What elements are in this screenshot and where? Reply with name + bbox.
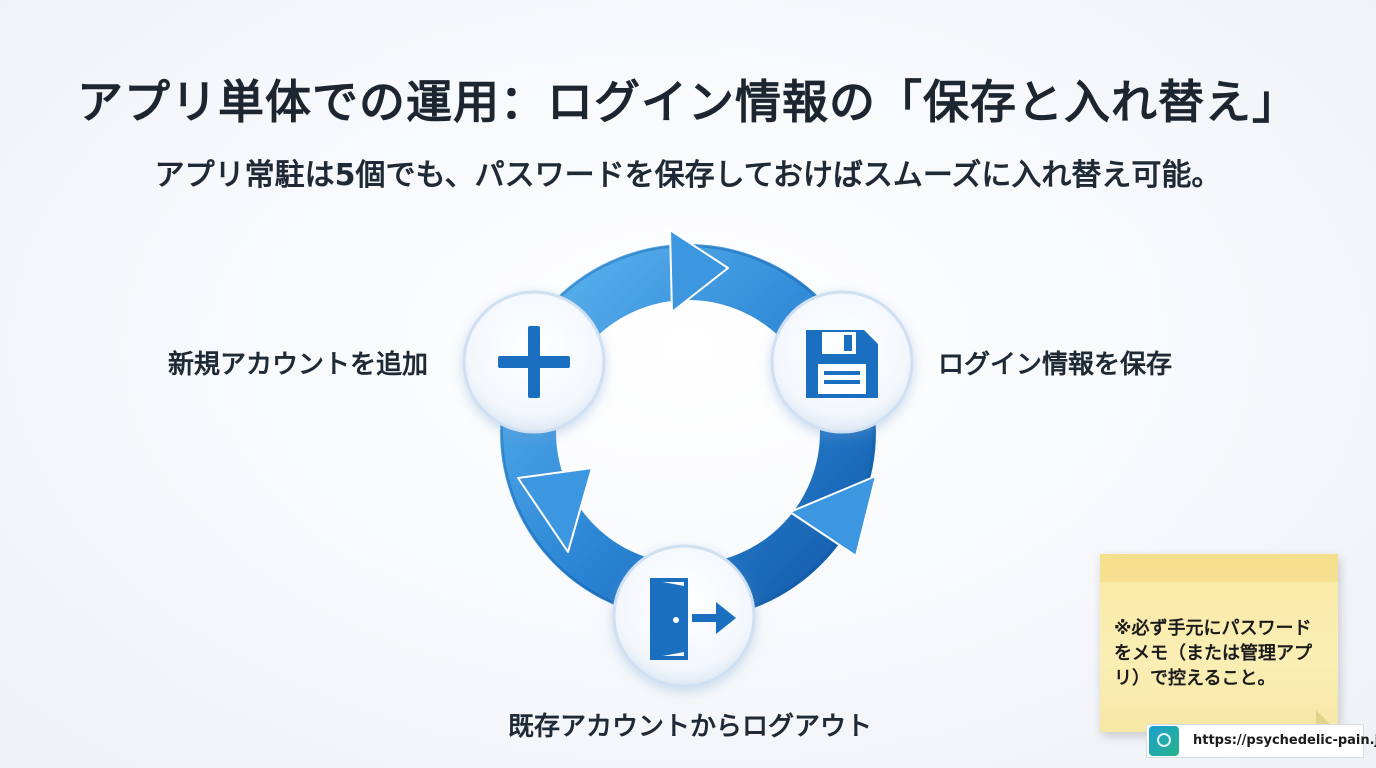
- cycle-arrowhead-left: [517, 467, 593, 553]
- sticky-note: ※必ず手元にパスワードをメモ（または管理アプリ）で控えること。: [1100, 554, 1338, 732]
- page-subtitle: アプリ常駐は5個でも、パスワードを保存しておけばスムーズに入れ替え可能。: [154, 158, 1222, 193]
- cycle-arrowhead-top: [669, 229, 729, 313]
- door-exit-icon: [650, 578, 736, 660]
- cycle-arrowhead-right: [789, 475, 877, 557]
- node-label-save-login: ログイン情報を保存: [938, 350, 1173, 380]
- node-label-logout: 既存アカウントからログアウト: [508, 712, 873, 742]
- source-url-badge[interactable]: https://psychedelic-pain.jp/: [1146, 724, 1376, 758]
- device-hack-logo-icon: [1149, 726, 1179, 756]
- page-title: アプリ単体での運用：ログイン情報の「保存と入れ替え」: [77, 75, 1299, 129]
- node-label-add-account: 新規アカウントを追加: [168, 350, 429, 380]
- floppy-disk-icon: [806, 330, 878, 398]
- plus-icon: [498, 326, 570, 398]
- sticky-note-text: ※必ず手元にパスワードをメモ（または管理アプリ）で控えること。: [1114, 618, 1312, 689]
- source-url-text[interactable]: https://psychedelic-pain.jp/: [1193, 733, 1376, 748]
